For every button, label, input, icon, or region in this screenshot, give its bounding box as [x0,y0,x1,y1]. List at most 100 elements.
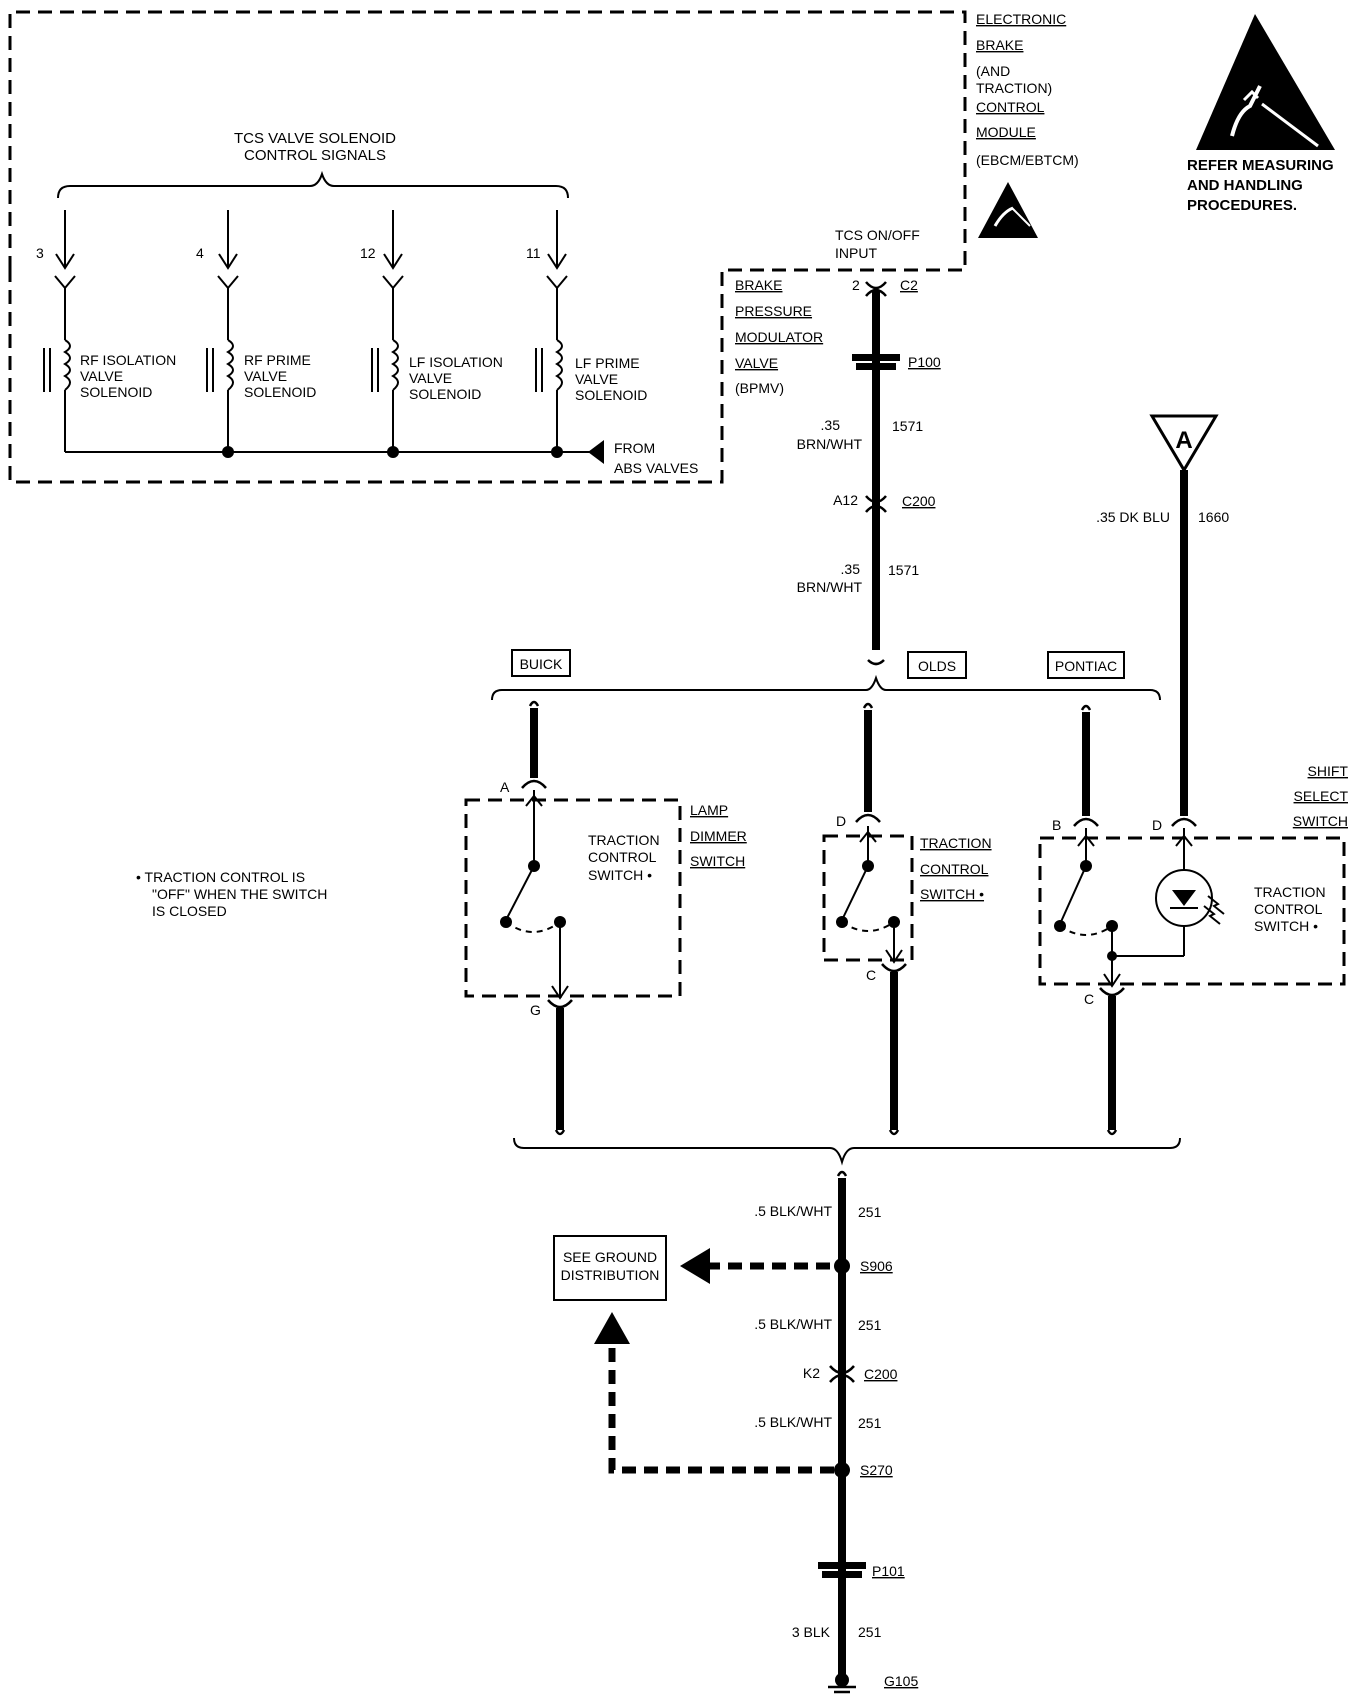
ebcm-module-outline [8,10,967,272]
svg-text:TRACTION): TRACTION) [976,80,1052,96]
ground-circuit: .5 BLK/WHT 251 S906 .5 BLK/WHT 251 K2 C2… [754,1170,918,1694]
svg-text:CONTROL: CONTROL [1254,901,1323,917]
svg-text:251: 251 [858,1317,882,1333]
svg-text:251: 251 [858,1204,882,1220]
wire2-circuit: 1571 [888,562,919,578]
svg-text:VALVE: VALVE [80,368,123,384]
svg-text:TRACTION: TRACTION [1254,884,1326,900]
svg-text:IS CLOSED: IS CLOSED [152,903,227,919]
svg-text:4: 4 [196,245,204,261]
svg-text:BRAKE: BRAKE [976,37,1023,53]
svg-text:INPUT: INPUT [835,245,877,261]
svg-text:BRAKE: BRAKE [735,277,782,293]
module-label: ELECTRONIC BRAKE (AND TRACTION) CONTROL … [976,11,1079,168]
svg-text:• TRACTION CONTROL IS: • TRACTION CONTROL IS [136,869,305,885]
svg-text:TRACTION: TRACTION [588,832,660,848]
svg-text:VALVE: VALVE [575,371,618,387]
svg-text:SWITCH •: SWITCH • [1254,918,1318,934]
c2-connector [865,281,887,290]
svg-text:SWITCH •: SWITCH • [588,867,652,883]
svg-text:RF ISOLATION: RF ISOLATION [80,352,176,368]
svg-text:SWITCH •: SWITCH • [920,886,984,902]
svg-text:CONTROL: CONTROL [976,99,1045,115]
olds-switch: D C TRACTION CONTROL SWITCH • [822,702,992,1136]
svg-text:A: A [1175,427,1192,454]
svg-text:P100: P100 [908,354,941,370]
svg-text:VALVE: VALVE [244,368,287,384]
svg-text:C: C [1084,991,1094,1007]
solenoid-labels: RF ISOLATION VALVE SOLENOID RF PRIME VAL… [80,352,647,403]
circuit-a-terminal: A [1149,414,1219,473]
svg-text:11: 11 [526,245,541,261]
svg-text:251: 251 [858,1415,882,1431]
small-esd-warning-icon [978,182,1038,238]
svg-text:TCS ON/OFF: TCS ON/OFF [835,227,920,243]
svg-text:SWITCH: SWITCH [690,853,745,869]
circuit-a-circuit: 1660 [1198,509,1229,525]
svg-text:SWITCH: SWITCH [1293,813,1348,829]
svg-text:(BPMV): (BPMV) [735,380,784,396]
svg-text:REFER MEASURING: REFER MEASURING [1187,157,1334,174]
make-brace [491,674,1161,701]
svg-text:G: G [530,1002,541,1018]
svg-text:SOLENOID: SOLENOID [80,384,152,400]
svg-text:ELECTRONIC: ELECTRONIC [976,11,1066,27]
wire1-gauge: .35 [821,417,841,433]
svg-text:SHIFT: SHIFT [1308,763,1349,779]
esd-warning-icon [1196,14,1335,150]
svg-text:TCS VALVE SOLENOID: TCS VALVE SOLENOID [234,130,396,147]
solenoid-circuits [43,288,604,464]
svg-text:S270: S270 [860,1462,893,1478]
svg-text:TRACTION: TRACTION [920,835,992,851]
wire2-gauge: .35 [841,561,861,577]
svg-text:A12: A12 [833,492,858,508]
svg-text:251: 251 [858,1624,882,1640]
svg-text:DIMMER: DIMMER [690,828,747,844]
svg-text:3 BLK: 3 BLK [792,1624,831,1640]
svg-text:PRESSURE: PRESSURE [735,303,812,319]
svg-text:K2: K2 [803,1365,820,1381]
svg-text:VALVE: VALVE [409,370,452,386]
ground-reference-arrows [594,1248,834,1474]
svg-text:.5 BLK/WHT: .5 BLK/WHT [754,1414,832,1430]
bpmv-pin-connectors [54,275,568,290]
buick-badge: BUICK [520,656,563,672]
svg-text:CONTROL SIGNALS: CONTROL SIGNALS [244,147,386,164]
signal-pins: 3 4 12 11 [36,210,567,270]
svg-text:"OFF" WHEN THE SWITCH: "OFF" WHEN THE SWITCH [152,886,327,902]
svg-text:(EBCM/EBTCM): (EBCM/EBTCM) [976,152,1079,168]
svg-text:MODULE: MODULE [976,124,1036,140]
svg-text:P101: P101 [872,1563,905,1579]
svg-text:12: 12 [360,245,376,261]
from-abs-label: FROM ABS VALVES [614,440,698,476]
svg-text:AND HANDLING: AND HANDLING [1187,177,1303,194]
svg-text:(AND: (AND [976,63,1010,79]
svg-text:B: B [1052,817,1061,833]
svg-text:C2: C2 [900,277,918,293]
see-ground-distribution-box: SEE GROUND DISTRIBUTION [553,1235,667,1301]
svg-text:C200: C200 [864,1366,898,1382]
svg-text:SOLENOID: SOLENOID [244,384,316,400]
olds-badge: OLDS [918,658,956,674]
traction-note: • TRACTION CONTROL IS "OFF" WHEN THE SWI… [136,869,327,919]
wire1-color: BRN/WHT [797,436,863,452]
pontiac-switch: B D C SHIFT SELECT SWITCH TRACTION CONTR… [1038,704,1349,1136]
tcs-signals-label: TCS VALVE SOLENOID CONTROL SIGNALS [234,130,396,164]
make-badges: BUICK OLDS PONTIAC [511,649,1125,679]
svg-text:D: D [1152,817,1162,833]
svg-text:S906: S906 [860,1258,893,1274]
p100-connector: P100 [852,354,941,370]
svg-text:CONTROL: CONTROL [588,849,657,865]
svg-text:3: 3 [36,245,44,261]
svg-text:LF ISOLATION: LF ISOLATION [409,354,503,370]
svg-text:C: C [866,967,876,983]
wire1-circuit: 1571 [892,418,923,434]
svg-text:SEE GROUND: SEE GROUND [563,1249,657,1265]
svg-text:MODULATOR: MODULATOR [735,329,823,345]
c200-upper-connector: A12 C200 [833,492,936,513]
svg-text:A: A [500,779,510,795]
warning-text: REFER MEASURING AND HANDLING PROCEDURES. [1187,157,1334,214]
svg-text:RF PRIME: RF PRIME [244,352,311,368]
buick-switch: A G TRACTION CONTROL SWITCH • LAMP DIMME… [464,700,747,1136]
